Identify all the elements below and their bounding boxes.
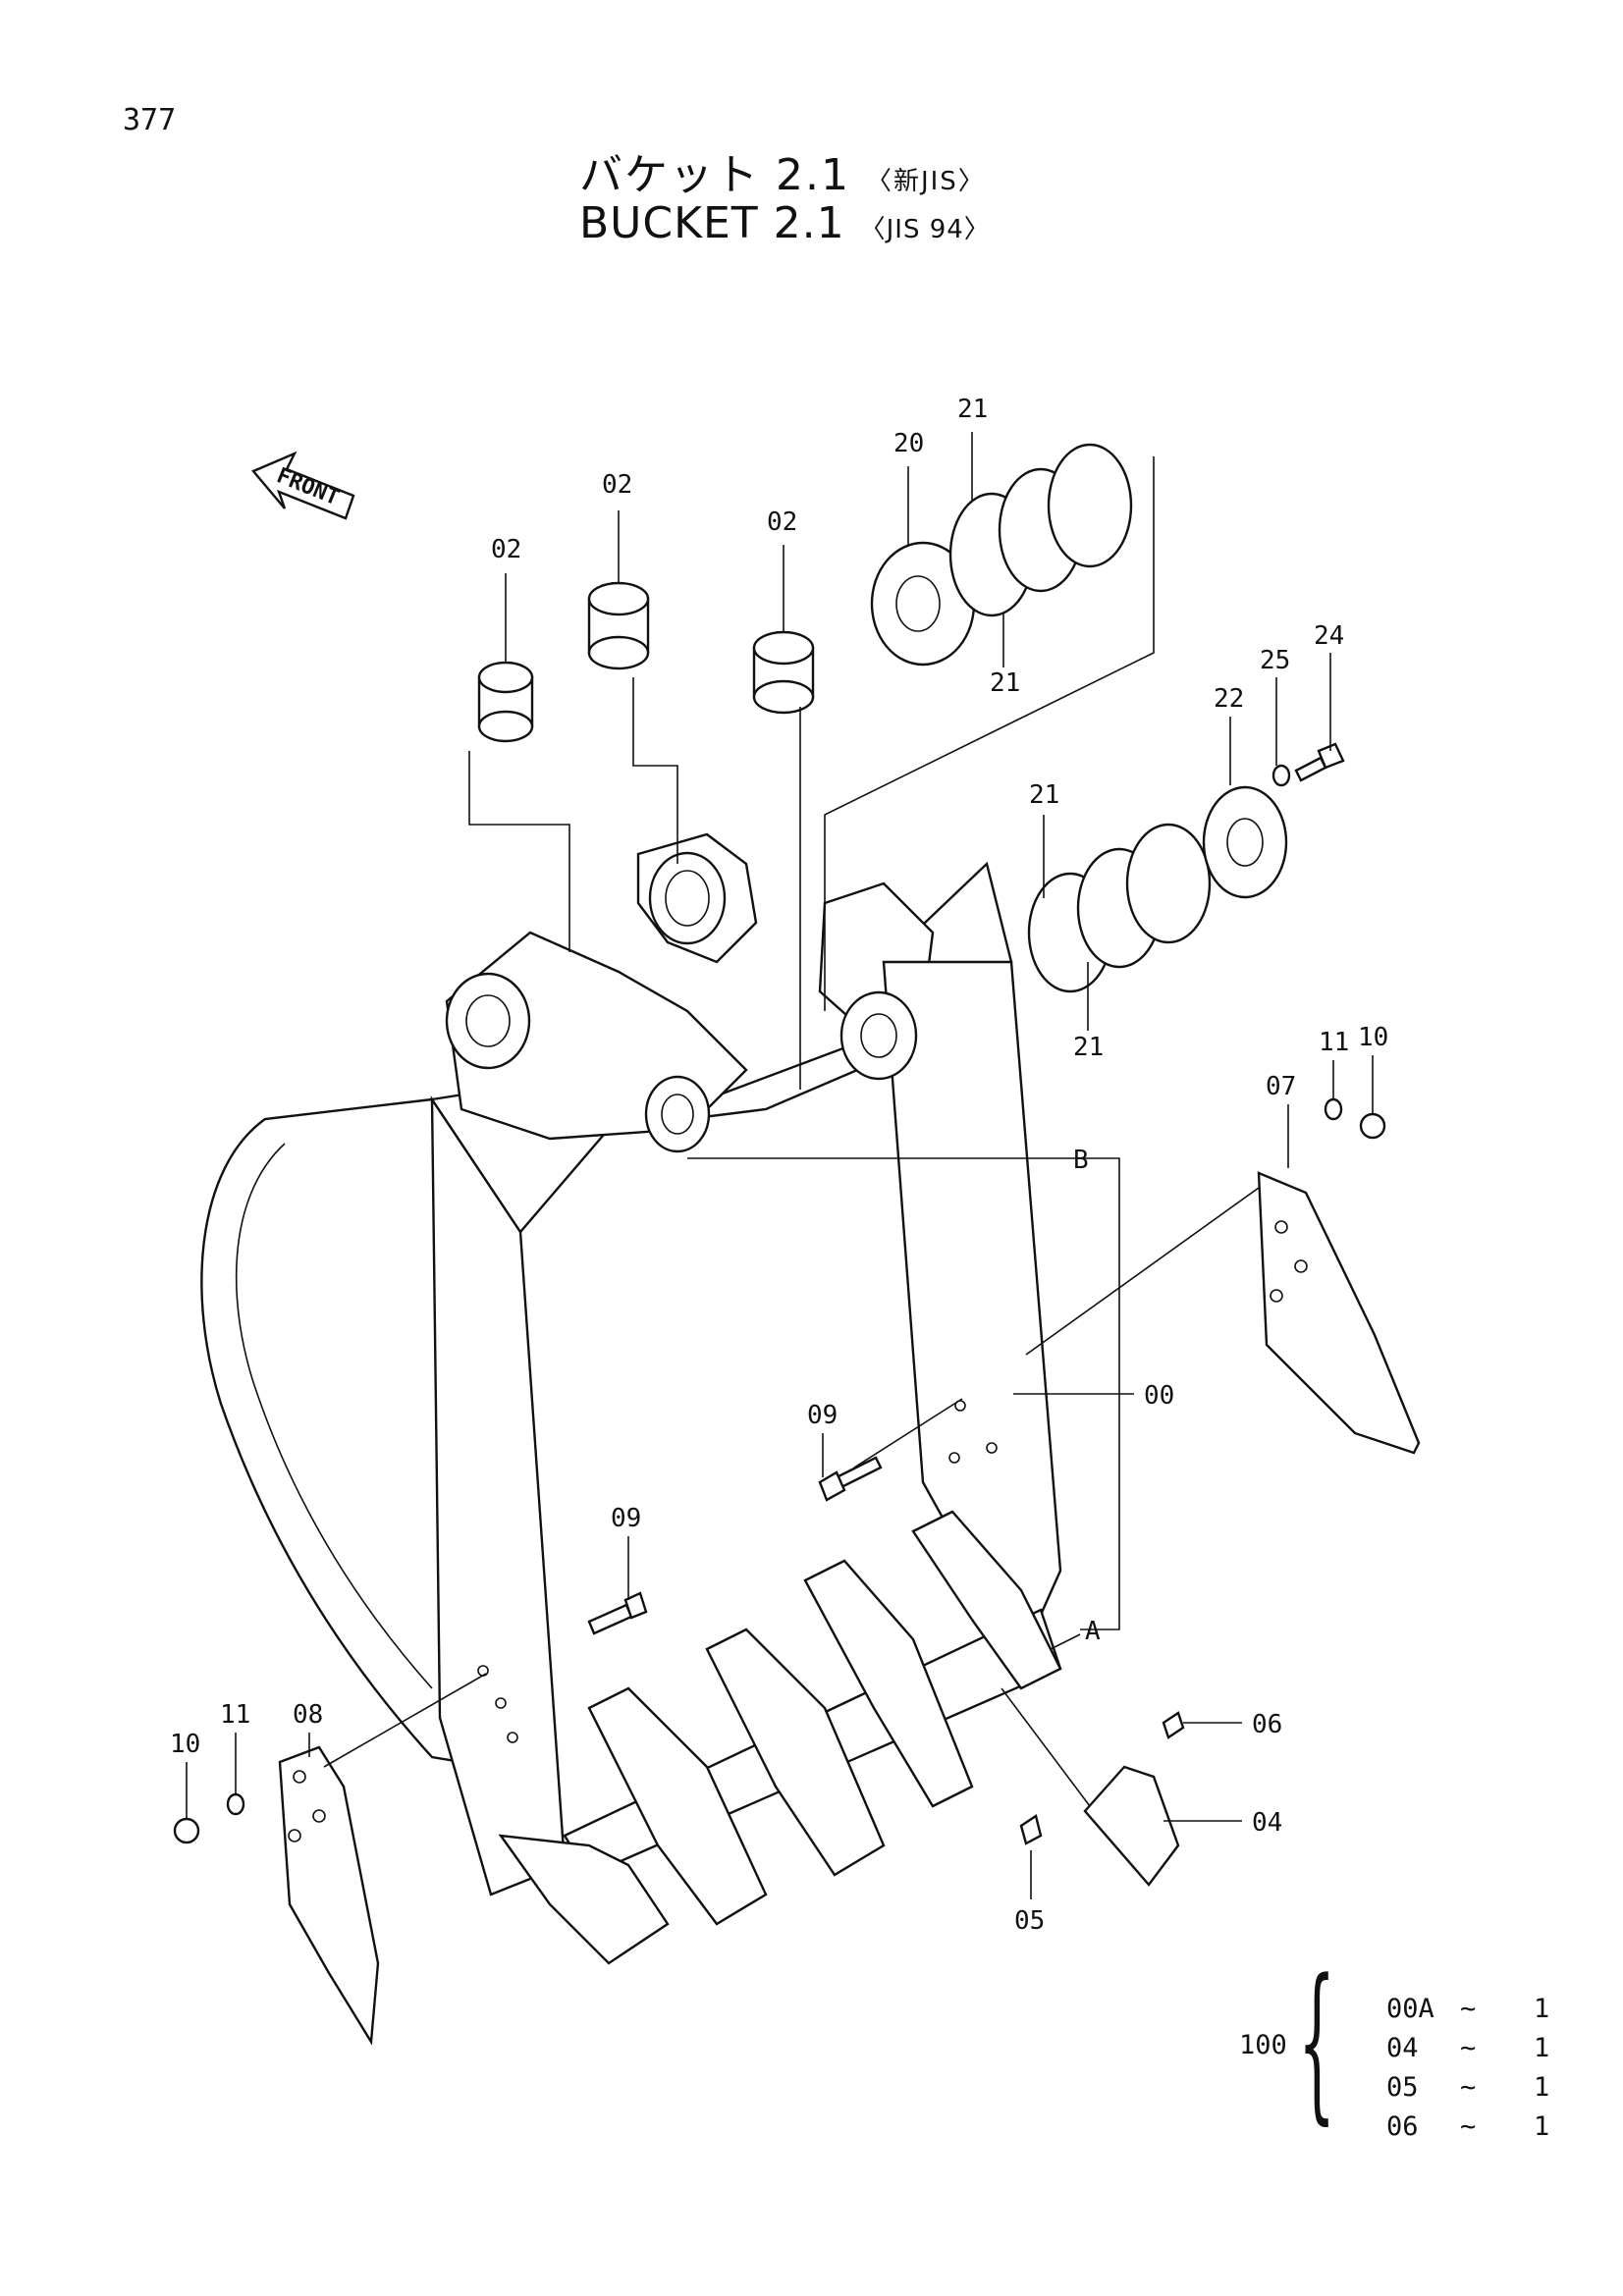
label-ref-a: A [1085, 1617, 1101, 1646]
label-nut-10-right: 10 [1358, 1023, 1388, 1052]
title-english: BUCKET 2.1 〈JIS 94〉 [579, 198, 991, 248]
shims-lower [1027, 823, 1212, 993]
pin-06 [1162, 1711, 1185, 1739]
shims-upper [948, 443, 1133, 617]
label-bushing-left: 02 [491, 535, 521, 564]
bushing-right [752, 630, 815, 715]
bolt-09-left [587, 1591, 648, 1635]
washer-11-left [226, 1792, 245, 1816]
kit-row: 04~1 [1386, 2033, 1550, 2063]
title-japanese-note: 〈新JIS〉 [865, 167, 986, 196]
title-japanese: バケット 2.1 〈新JIS〉 [579, 139, 986, 202]
label-washer-11-left: 11 [220, 1700, 250, 1730]
kit-brace-icon: { [1298, 1943, 1336, 2140]
label-shim-21-lower-bottom: 21 [1073, 1033, 1104, 1062]
label-plate-22: 22 [1214, 684, 1244, 714]
label-washer-25: 25 [1260, 646, 1290, 675]
page-number: 377 [123, 103, 177, 137]
bolt-09-mid [818, 1456, 883, 1502]
bushing-left [477, 661, 534, 743]
plate-22 [1202, 785, 1288, 899]
nut-10-right [1359, 1112, 1386, 1140]
label-bolt-24: 24 [1314, 621, 1344, 651]
label-bushing-mid: 02 [602, 470, 632, 500]
label-bushing-right: 02 [767, 507, 797, 537]
title-english-note: 〈JIS 94〉 [859, 215, 991, 244]
washer-25 [1271, 764, 1291, 787]
label-shim-21-top-bottom: 21 [990, 668, 1020, 698]
label-lock-05: 05 [1014, 1906, 1045, 1936]
washer-11-right [1324, 1097, 1343, 1121]
label-bolt-09-left: 09 [611, 1504, 641, 1533]
label-bolt-09-mid: 09 [807, 1401, 838, 1430]
label-shim-21-top: 21 [957, 395, 988, 424]
title-japanese-text: バケット 2.1 [579, 150, 850, 200]
title-english-text: BUCKET 2.1 [579, 198, 845, 248]
side-cutter-07 [1257, 1171, 1421, 1455]
nut-10-left [173, 1817, 200, 1844]
label-nut-10-left: 10 [170, 1730, 200, 1759]
bucket-teeth [498, 1510, 1062, 1965]
label-cutter-08: 08 [293, 1700, 323, 1730]
label-tooth-04: 04 [1252, 1808, 1282, 1838]
lock-05 [1019, 1814, 1043, 1845]
label-ring-20: 20 [893, 429, 924, 458]
kit-row: 05~1 [1386, 2072, 1550, 2103]
bushing-mid [587, 581, 650, 670]
side-cutter-08 [278, 1745, 380, 2046]
label-washer-11-right: 11 [1319, 1028, 1349, 1057]
label-cutter-07: 07 [1266, 1072, 1296, 1101]
label-shim-21-lower-top: 21 [1029, 780, 1059, 810]
bucket-body [200, 832, 1062, 1965]
label-bucket-00: 00 [1144, 1381, 1174, 1411]
front-arrow-icon: FRONT [251, 451, 355, 520]
label-pin-06: 06 [1252, 1710, 1282, 1739]
kit-number: 100 [1239, 2030, 1287, 2060]
leader-lines [186, 432, 1374, 1899]
kit-row: 06~1 [1386, 2111, 1550, 2142]
label-ref-b: B [1073, 1146, 1089, 1175]
kit-row: 00A~1 [1386, 1994, 1550, 2024]
bolt-24 [1294, 742, 1345, 782]
tooth-04 [1083, 1765, 1180, 1887]
callout-labels: 02 02 02 20 21 21 21 21 22 25 24 10 11 0… [170, 395, 1388, 1936]
